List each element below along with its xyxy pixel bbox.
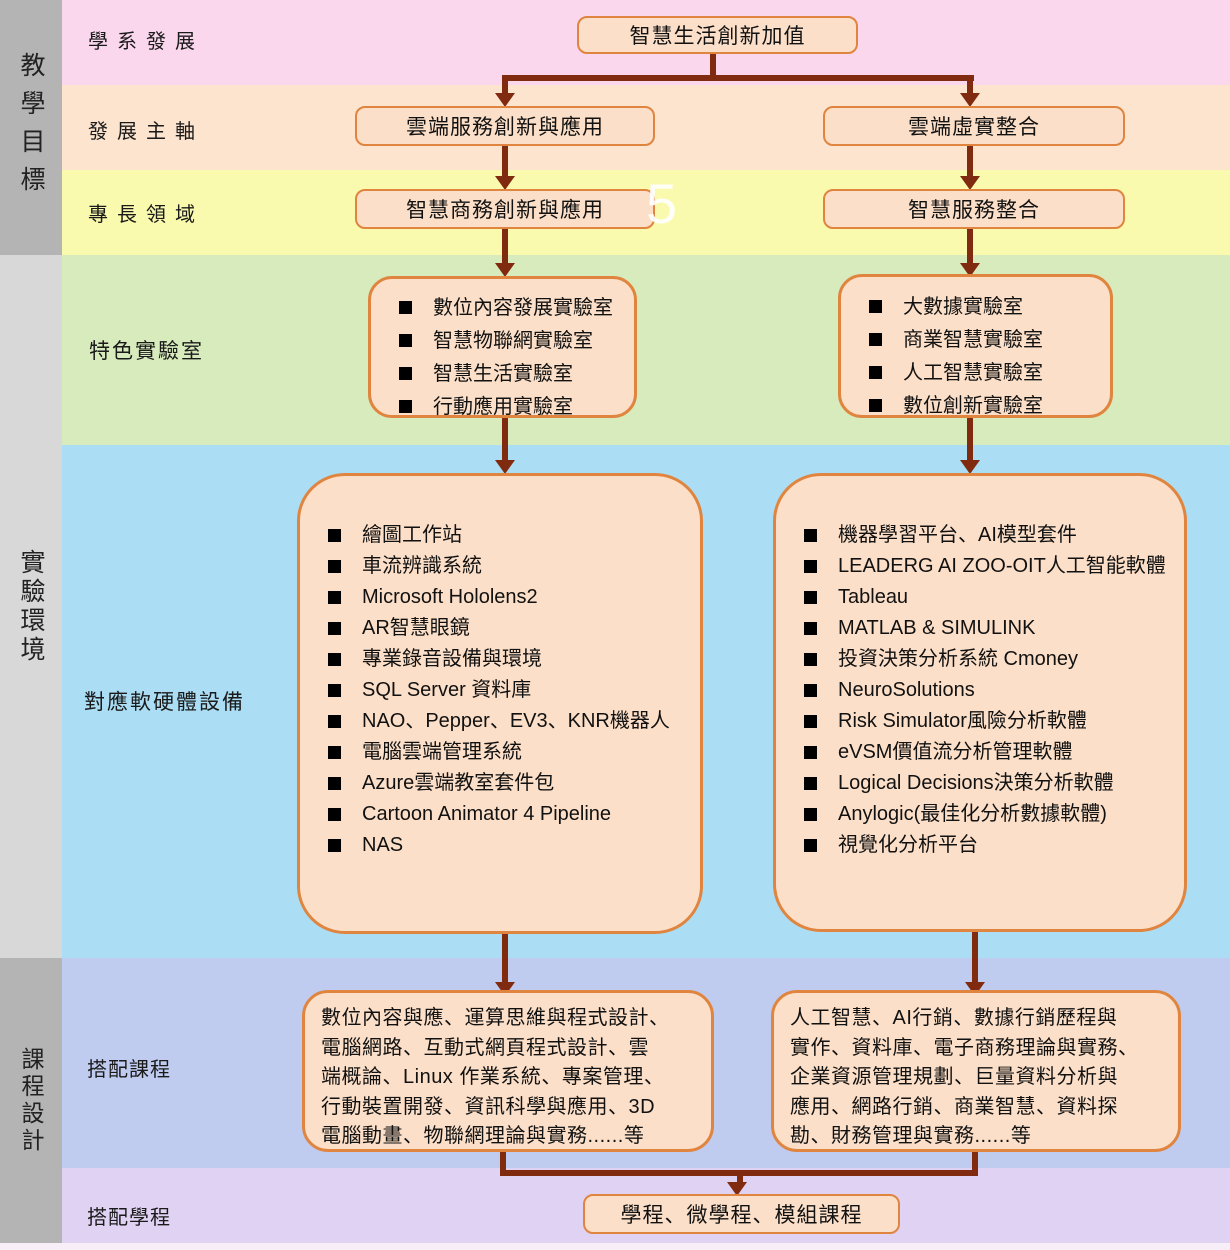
- row-label-feature-labs: 特色實驗室: [89, 340, 204, 363]
- sidebar-section-teaching-goals: 教學目標: [0, 0, 62, 255]
- connector-merge-left-stub: [500, 1152, 506, 1176]
- connector-vision-stem: [710, 50, 716, 81]
- connector-to-equipment-left: [502, 418, 508, 461]
- connector-to-courses-left: [502, 934, 508, 983]
- connector-to-axis-right: [967, 81, 973, 94]
- list-item: 智慧生活實驗室: [397, 358, 626, 391]
- node-field-right: 智慧服務整合: [823, 189, 1125, 229]
- list-item: Microsoft Hololens2: [326, 582, 686, 613]
- node-field-left: 智慧商務創新與應用: [355, 189, 655, 229]
- node-axis-left: 雲端服務創新與應用: [355, 106, 655, 146]
- list-item: SQL Server 資料庫: [326, 675, 686, 706]
- list-item: 商業智慧實驗室: [867, 324, 1102, 357]
- list-item: 人工智慧實驗室: [867, 357, 1102, 390]
- arrowhead-icon: [960, 176, 980, 190]
- list-item: Logical Decisions決策分析軟體: [802, 768, 1174, 799]
- list-item: NAS: [326, 830, 686, 861]
- list-item: 投資決策分析系統 Cmoney: [802, 644, 1174, 675]
- list-item: 車流辨識系統: [326, 551, 686, 582]
- list-item: NAO、Pepper、EV3、KNR機器人: [326, 706, 686, 737]
- row-label-development-axis: 發展主軸: [88, 121, 204, 143]
- list-item: Tableau: [802, 582, 1174, 613]
- list-item: 視覺化分析平台: [802, 830, 1174, 861]
- list-item: MATLAB & SIMULINK: [802, 613, 1174, 644]
- page-number-watermark: 5: [646, 172, 678, 235]
- node-axis-right: 雲端虛實整合: [823, 106, 1125, 146]
- list-item: Risk Simulator風險分析軟體: [802, 706, 1174, 737]
- list-item: Anylogic(最佳化分析數據軟體): [802, 799, 1174, 830]
- list-item: 大數據實驗室: [867, 291, 1102, 324]
- arrowhead-icon: [495, 263, 515, 277]
- sidebar-label: 課程設計: [18, 1046, 44, 1155]
- arrowhead-icon: [960, 93, 980, 107]
- list-item: LEADERG AI ZOO-OIT人工智能軟體: [802, 551, 1174, 582]
- list-item: 數位創新實驗室: [867, 390, 1102, 423]
- list-item: 專業錄音設備與環境: [326, 644, 686, 675]
- sidebar-section-course-design: 課程設計: [0, 958, 62, 1243]
- list-item: AR智慧眼鏡: [326, 613, 686, 644]
- list-item: 智慧物聯網實驗室: [397, 325, 626, 358]
- connector-to-equipment-right: [967, 418, 973, 461]
- labs-box-right: 大數據實驗室商業智慧實驗室人工智慧實驗室數位創新實驗室: [838, 274, 1113, 418]
- sidebar-label: 實驗環境: [17, 548, 45, 665]
- row-label-courses: 搭配課程: [87, 1059, 171, 1081]
- list-item: Azure雲端教室套件包: [326, 768, 686, 799]
- connector-top-split: [502, 75, 974, 81]
- connector-to-axis-left: [502, 81, 508, 94]
- connector-to-programs: [737, 1176, 743, 1183]
- list-item: 數位內容發展實驗室: [397, 292, 626, 325]
- arrowhead-icon: [960, 460, 980, 474]
- arrowhead-icon: [495, 93, 515, 107]
- arrowhead-icon: [960, 263, 980, 277]
- bottom-edge-strip: [0, 1243, 1230, 1250]
- connector-to-labs-right: [967, 229, 973, 264]
- courses-box-left: 數位內容與應、運算思維與程式設計、 電腦網路、互動式網頁程式設計、雲 端概論、L…: [302, 990, 714, 1152]
- list-item: 電腦雲端管理系統: [326, 737, 686, 768]
- row-label-specialty-field: 專長領域: [88, 204, 204, 226]
- node-programs: 學程、微學程、模組課程: [583, 1194, 900, 1234]
- sidebar-label: 教學目標: [17, 51, 45, 204]
- labs-box-left: 數位內容發展實驗室智慧物聯網實驗室智慧生活實驗室行動應用實驗室: [368, 276, 637, 418]
- list-item: 繪圖工作站: [326, 520, 686, 551]
- connector-to-field-left: [502, 146, 508, 177]
- row-label-equipment: 對應軟硬體設備: [84, 691, 245, 714]
- connector-merge-right-stub: [972, 1152, 978, 1176]
- list-item: NeuroSolutions: [802, 675, 1174, 706]
- row-label-programs: 搭配學程: [87, 1207, 171, 1229]
- courses-box-right: 人工智慧、AI行銷、數據行銷歷程與 實作、資料庫、電子商務理論與實務、 企業資源…: [771, 990, 1181, 1152]
- list-item: 機器學習平台、AI模型套件: [802, 520, 1174, 551]
- connector-to-field-right: [967, 146, 973, 177]
- arrowhead-icon: [495, 460, 515, 474]
- arrowhead-icon: [495, 176, 515, 190]
- connector-to-labs-left: [502, 229, 508, 264]
- list-item: 行動應用實驗室: [397, 391, 626, 424]
- connector-to-courses-right: [972, 932, 978, 983]
- sidebar-section-lab-environment: 實驗環境: [0, 255, 62, 958]
- list-item: Cartoon Animator 4 Pipeline: [326, 799, 686, 830]
- list-item: eVSM價值流分析管理軟體: [802, 737, 1174, 768]
- arrowhead-icon: [727, 1182, 747, 1196]
- row-label-department-development: 學系發展: [88, 31, 204, 53]
- connector-merge-line: [500, 1170, 978, 1176]
- node-vision: 智慧生活創新加值: [577, 16, 858, 54]
